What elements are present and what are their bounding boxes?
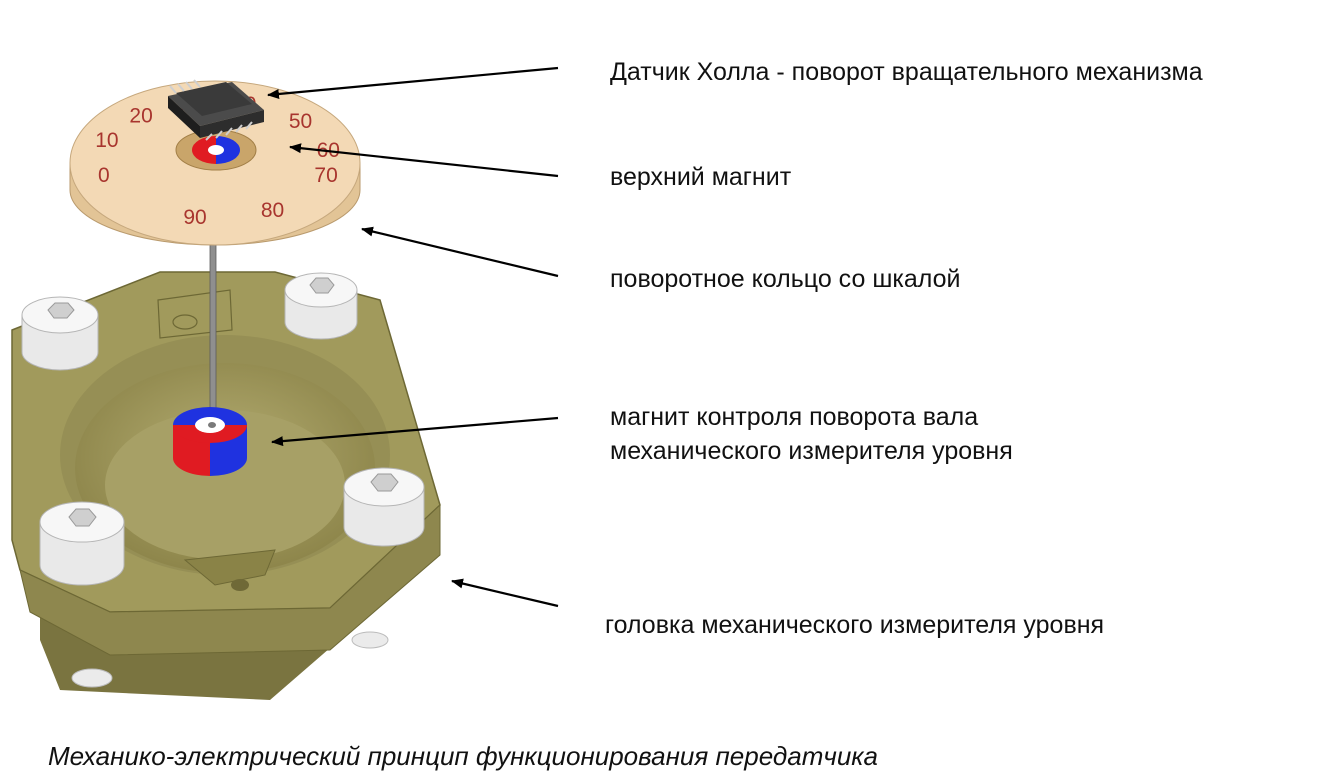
shaft	[210, 240, 216, 425]
housing-foot	[352, 632, 388, 648]
leader-arrow-gauge-head	[452, 581, 558, 606]
figure-caption: Механико-электрический принцип функциони…	[48, 741, 878, 772]
housing-bolt	[40, 502, 124, 585]
housing-bolt	[344, 468, 424, 546]
dial-mark: 0	[98, 164, 110, 187]
label-upper-magnet: верхний магнит	[610, 160, 791, 194]
leader-arrow-rotary-ring	[362, 229, 558, 276]
label-gauge-head: головка механического измерителя уровня	[605, 608, 1104, 642]
housing-foot	[72, 669, 112, 687]
shaft-magnet	[173, 407, 247, 476]
dial-mark: 80	[261, 199, 284, 222]
label-rotary-ring: поворотное кольцо со шкалой	[610, 262, 961, 296]
upper-magnet	[176, 130, 256, 170]
dial-mark: 50	[289, 110, 312, 133]
dial-mark: 70	[314, 164, 337, 187]
housing-bolt	[22, 297, 98, 370]
dial-mark: 90	[183, 206, 206, 229]
label-shaft-magnet-line2: механического измерителя уровня	[610, 434, 1013, 468]
label-hall-sensor: Датчик Холла - поворот вращательного мех…	[610, 55, 1203, 89]
label-shaft-magnet-line1: магнит контроля поворота вала	[610, 400, 978, 434]
dial-mark: 20	[129, 105, 152, 128]
leader-arrow-hall-sensor	[268, 68, 558, 95]
dial-mark: 10	[95, 129, 118, 152]
housing-bolt	[285, 273, 357, 339]
